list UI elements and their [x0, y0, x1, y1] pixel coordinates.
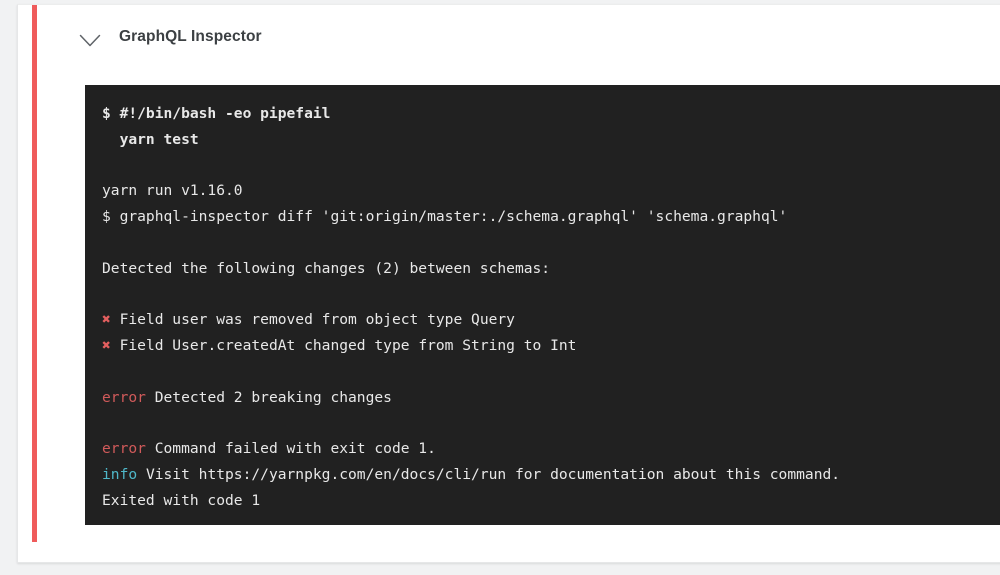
terminal-log-panel[interactable]: $ #!/bin/bash -eo pipefail yarn test yar…	[85, 85, 1000, 525]
terminal-log-lines: $ #!/bin/bash -eo pipefail yarn test yar…	[85, 85, 1000, 525]
terminal-level-error: error	[102, 388, 146, 406]
status-accent-bar	[32, 5, 37, 542]
terminal-line: $ #!/bin/bash -eo pipefail	[102, 105, 331, 122]
chevron-down-icon[interactable]	[75, 26, 105, 56]
terminal-line-text: Command failed with exit code 1.	[145, 440, 436, 458]
breaking-change-cross-icon: ✖	[102, 337, 111, 355]
breaking-change-cross-icon: ✖	[102, 311, 111, 329]
terminal-line	[102, 282, 1000, 308]
terminal-line: ✖ Field User.createdAt changed type from…	[102, 333, 1000, 359]
terminal-line: ✖ Field user was removed from object typ…	[102, 307, 1000, 333]
terminal-line: info Visit https://yarnpkg.com/en/docs/c…	[102, 462, 1000, 488]
terminal-line-text: Visit https://yarnpkg.com/en/docs/cli/ru…	[137, 466, 841, 484]
terminal-line	[102, 230, 1000, 256]
terminal-line: error Detected 2 breaking changes	[102, 385, 1000, 411]
terminal-line: yarn run v1.16.0	[102, 182, 243, 200]
terminal-line: Detected the following changes (2) betwe…	[102, 259, 551, 277]
page-title: GraphQL Inspector	[119, 28, 262, 45]
terminal-line: Exited with code 1	[102, 491, 261, 509]
terminal-line-text: Field user was removed from object type …	[110, 311, 515, 329]
terminal-line	[102, 359, 1000, 385]
terminal-line: error Command failed with exit code 1.	[102, 436, 1000, 462]
terminal-level-info: info	[102, 466, 138, 484]
terminal-line: yarn test	[102, 130, 199, 148]
terminal-line	[102, 153, 1000, 179]
terminal-line-text: Detected 2 breaking changes	[145, 388, 392, 406]
terminal-line: $ graphql-inspector diff 'git:origin/mas…	[102, 208, 788, 226]
terminal-level-error: error	[102, 440, 146, 458]
build-step-card: GraphQL Inspector $ #!/bin/bash -eo pipe…	[17, 4, 1000, 563]
terminal-line-text: Field User.createdAt changed type from S…	[110, 337, 577, 355]
terminal-line	[102, 411, 1000, 437]
